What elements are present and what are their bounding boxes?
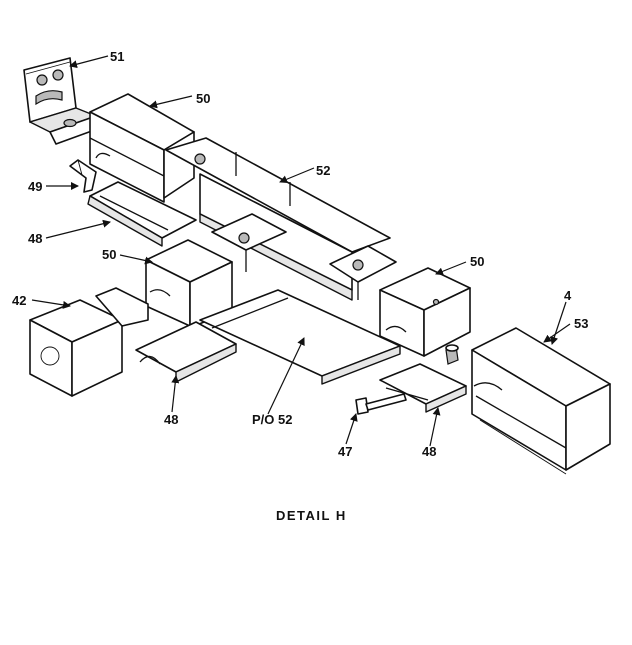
part-50-channel-right — [379, 267, 471, 357]
callout-48-right: 48 — [422, 444, 436, 459]
callout-4: 4 — [564, 288, 572, 303]
callout-50-middle: 50 — [102, 247, 116, 262]
part-49-clip — [69, 159, 97, 193]
part-48-tray-right — [379, 363, 467, 413]
callout-po-52: P/O 52 — [252, 412, 292, 427]
callout-52: 52 — [316, 163, 330, 178]
callout-50-right: 50 — [470, 254, 484, 269]
part-52-main-rail — [165, 137, 397, 301]
callout-47: 47 — [338, 444, 352, 459]
detail-caption: DETAIL H — [276, 508, 347, 523]
part-48-tray-left — [87, 181, 197, 247]
part-51-mounting-bracket — [23, 57, 101, 145]
callout-53: 53 — [574, 316, 588, 331]
callout-42: 42 — [12, 293, 26, 308]
part-50-channel-top — [89, 93, 195, 203]
leader-lines — [31, 55, 571, 447]
callout-51: 51 — [110, 49, 124, 64]
part-42-box — [29, 287, 149, 397]
callout-50-top: 50 — [196, 91, 210, 106]
callout-48-bottom: 48 — [164, 412, 178, 427]
part-4-screw — [445, 344, 459, 365]
part-52-floor-plate — [199, 289, 401, 385]
part-47-clip — [355, 393, 407, 415]
part-48-tray-bottom — [135, 321, 237, 383]
callout-49: 49 — [28, 179, 42, 194]
callout-48-left: 48 — [28, 231, 42, 246]
part-53-end-channel — [471, 327, 611, 475]
